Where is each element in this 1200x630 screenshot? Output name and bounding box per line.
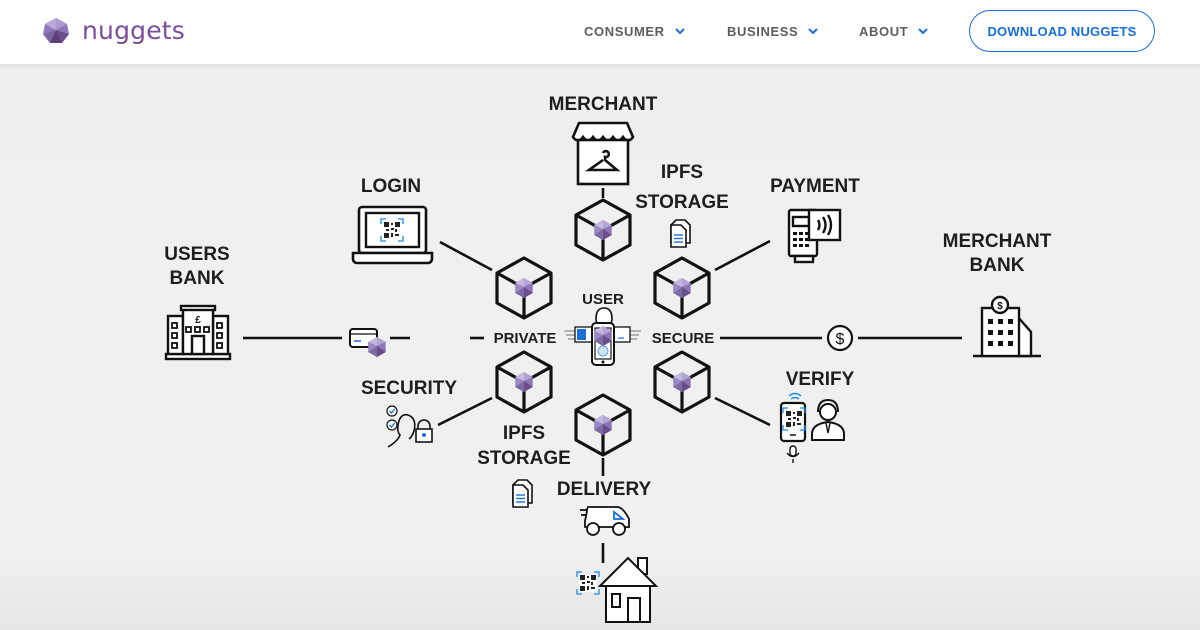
nav-about[interactable]: ABOUT [859, 24, 928, 39]
dollar-coin-icon: $ [826, 324, 854, 352]
diagram-area: MERCHANT IPFS STORAGE LOGIN PAYMENT USER… [0, 65, 1200, 630]
line-security [437, 396, 493, 427]
login-label: LOGIN [361, 176, 421, 197]
line-verify [714, 396, 771, 427]
blockchain-cube-icon [576, 200, 630, 260]
dollar-symbol: $ [997, 301, 1003, 312]
nugget-gem-icon [43, 18, 69, 43]
nav-about-label: ABOUT [859, 24, 909, 39]
pound-symbol: £ [195, 315, 201, 326]
card-terminal-icon [787, 208, 842, 264]
chevron-down-icon [674, 28, 685, 35]
nav-business-label: BUSINESS [727, 24, 799, 39]
identity-lock-icon [386, 405, 433, 448]
ipfs-storage-bottom-label-2: STORAGE [477, 448, 571, 469]
house-qr-icon [576, 556, 659, 623]
laptop-qr-icon [351, 205, 434, 265]
line-login [439, 240, 493, 272]
nav-business[interactable]: BUSINESS [727, 24, 818, 39]
dollar-symbol: $ [836, 331, 845, 348]
card-nugget-icon [349, 328, 386, 357]
brand-logo[interactable]: nuggets [42, 17, 185, 45]
phone-qr-agent-icon [779, 392, 845, 463]
download-nuggets-button[interactable]: DOWNLOAD NUGGETS [969, 10, 1155, 52]
private-label: PRIVATE [494, 330, 557, 347]
security-label: SECURITY [361, 378, 457, 399]
merchant-label: MERCHANT [549, 94, 658, 115]
nuggets-ecosystem-diagram: MERCHANT IPFS STORAGE LOGIN PAYMENT USER… [164, 94, 1052, 623]
users-bank-label-2: BANK [170, 268, 225, 289]
user-label: USER [582, 291, 624, 308]
bank-pound-icon: £ [164, 304, 232, 361]
ipfs-storage-bottom-label-1: IPFS [503, 423, 545, 444]
nav-consumer[interactable]: CONSUMER [584, 24, 685, 39]
ipfs-storage-top-label-2: STORAGE [635, 192, 729, 213]
delivery-label: DELIVERY [557, 479, 652, 500]
top-navigation-bar: nuggets CONSUMER BUSINESS ABOUT DOWNLOAD… [0, 0, 1200, 65]
user-phone-icon [564, 307, 641, 366]
documents-icon [512, 479, 533, 508]
connector-lines [243, 188, 962, 563]
blockchain-cube-icon [576, 395, 630, 455]
chevron-down-icon [808, 28, 818, 35]
blockchain-cube-icon [655, 258, 709, 318]
chevron-down-icon [918, 28, 928, 35]
blockchain-cube-icon [497, 258, 551, 318]
storefront-icon [571, 121, 635, 186]
van-icon [580, 506, 630, 536]
brand-name: nuggets [82, 16, 186, 45]
blockchain-cube-icon [497, 352, 551, 412]
bank-dollar-icon: $ [973, 295, 1041, 358]
users-bank-label-1: USERS [164, 244, 229, 265]
verify-label: VERIFY [786, 369, 855, 390]
documents-icon [670, 219, 691, 248]
blockchain-cube-icon [655, 352, 709, 412]
nav-consumer-label: CONSUMER [584, 24, 665, 39]
ipfs-storage-top-label-1: IPFS [661, 162, 703, 183]
line-payment [714, 239, 771, 272]
secure-label: SECURE [652, 330, 715, 347]
payment-label: PAYMENT [770, 176, 860, 197]
merchant-bank-label-1: MERCHANT [943, 231, 1052, 252]
merchant-bank-label-2: BANK [970, 255, 1025, 276]
